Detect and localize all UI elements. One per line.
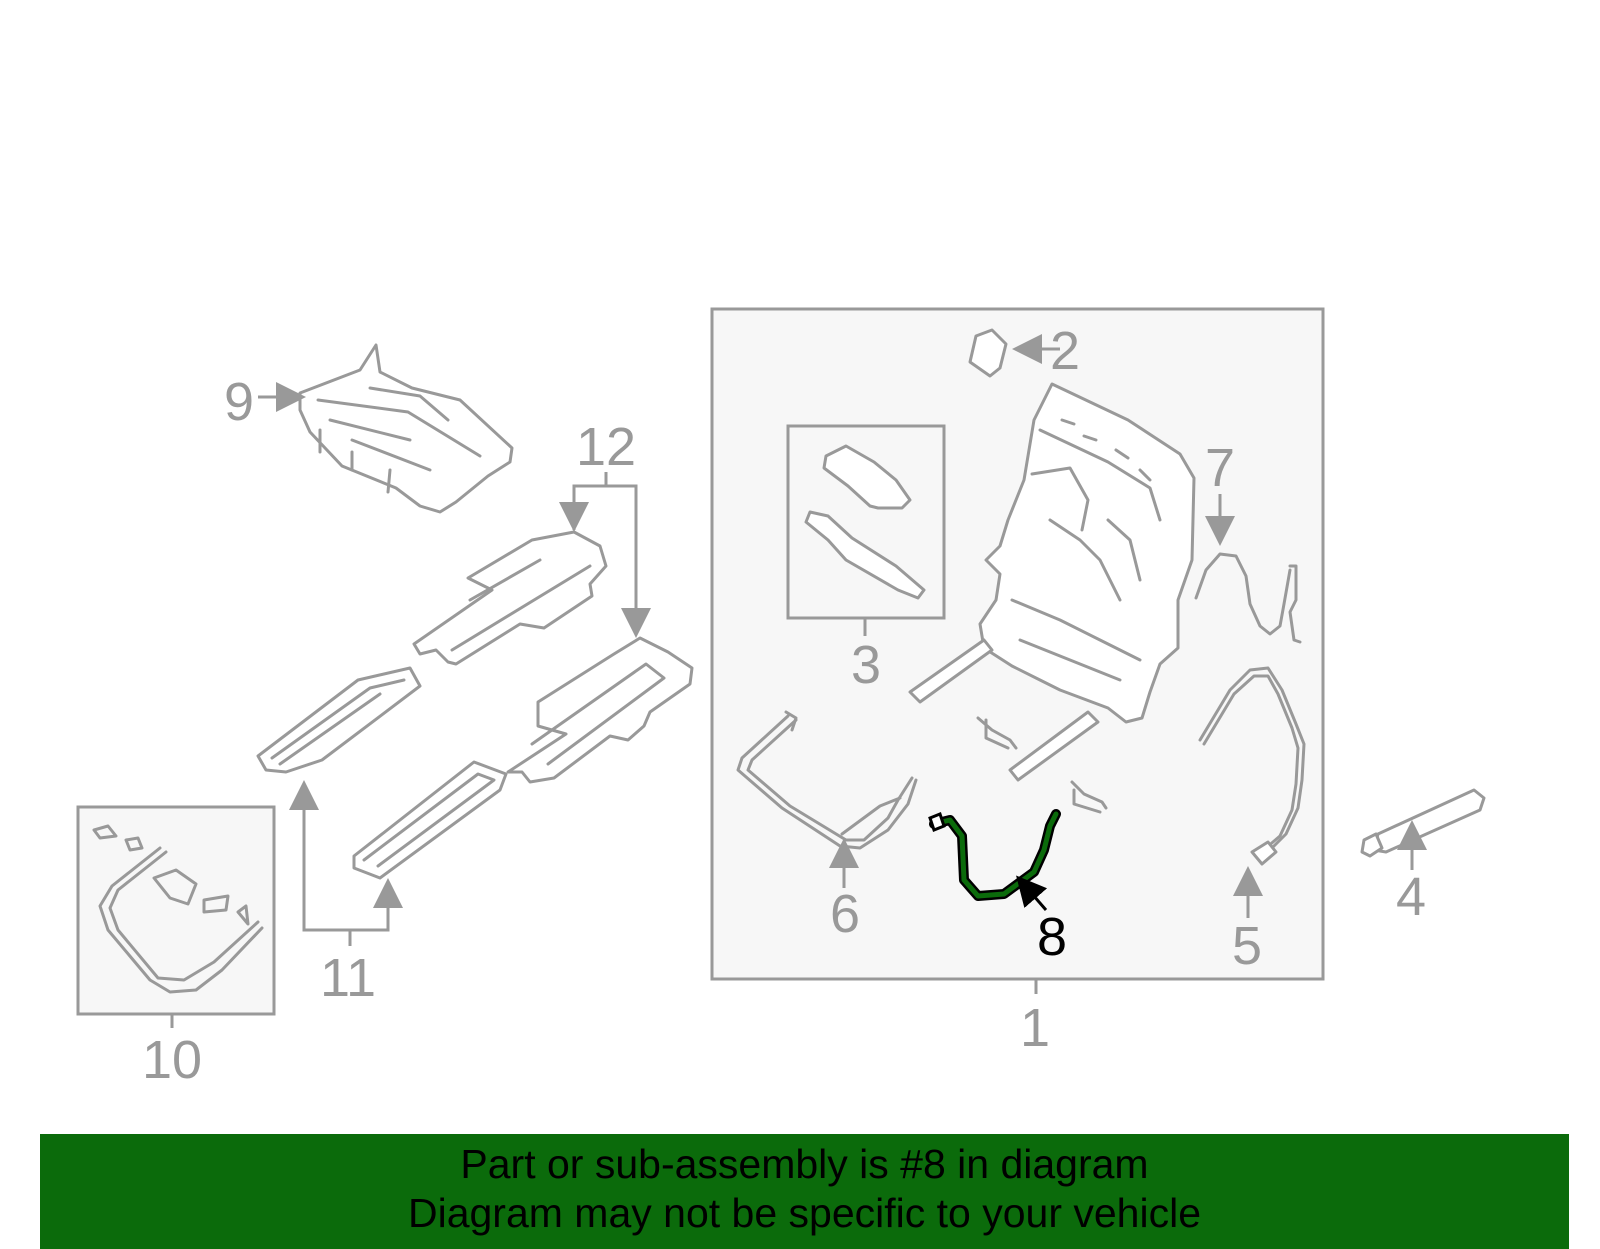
callout-11: 11 bbox=[320, 948, 376, 1008]
callout-7: 7 bbox=[1205, 438, 1235, 498]
leader-lines bbox=[170, 334, 1427, 1028]
part-12-rail-cover-lower bbox=[506, 636, 694, 784]
part-10-cable-harness bbox=[92, 824, 264, 994]
part-11-sill-cover-upper bbox=[256, 666, 422, 774]
part-7-harness bbox=[1194, 552, 1302, 644]
banner-line-1: Part or sub-assembly is #8 in diagram bbox=[460, 1141, 1149, 1187]
banner-line-2: Diagram may not be specific to your vehi… bbox=[407, 1190, 1201, 1236]
callout-12: 12 bbox=[576, 417, 636, 477]
callout-5: 5 bbox=[1232, 916, 1262, 976]
part-2-clip bbox=[968, 328, 1008, 378]
info-banner: Part or sub-assembly is #8 in diagram Di… bbox=[40, 1134, 1569, 1249]
callout-2: 2 bbox=[1050, 321, 1080, 381]
part-8-highlighted-rod bbox=[928, 809, 1061, 901]
part-12-rail-cover-upper bbox=[412, 530, 608, 666]
part-11-sill-cover-lower bbox=[352, 760, 508, 880]
callout-10: 10 bbox=[142, 1030, 202, 1090]
callout-4: 4 bbox=[1396, 867, 1426, 927]
part-9-cushion-pan bbox=[298, 343, 514, 514]
part-4-strut bbox=[1360, 788, 1486, 858]
callout-3: 3 bbox=[851, 635, 881, 695]
callout-8: 8 bbox=[1037, 907, 1067, 967]
callout-1: 1 bbox=[1020, 998, 1050, 1058]
callout-6: 6 bbox=[830, 884, 860, 944]
part-5-cable bbox=[1198, 666, 1306, 866]
seat-back-frame bbox=[908, 382, 1196, 814]
callout-9: 9 bbox=[224, 372, 254, 432]
part-3-trim-pieces bbox=[804, 444, 926, 600]
